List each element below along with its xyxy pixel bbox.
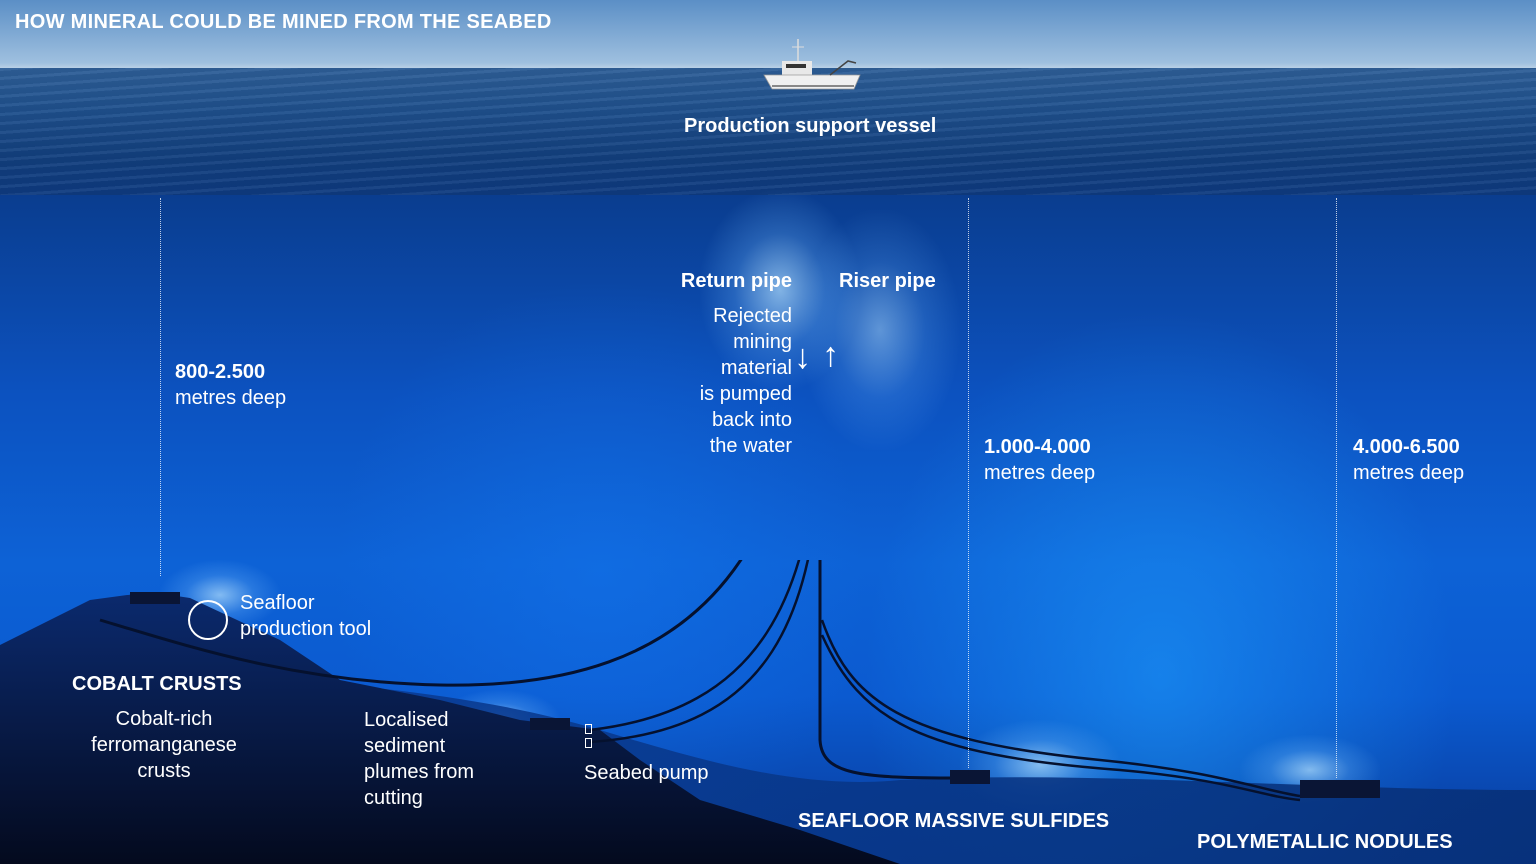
seabed-pump-label: Seabed pump: [584, 762, 709, 784]
seabed-pump-icon: [585, 738, 592, 748]
riser-pipe-label: Riser pipe: [839, 270, 936, 292]
down-arrow-icon: ↓: [794, 338, 811, 376]
depth-line-sulfides: [968, 198, 969, 768]
diagram-title: HOW MINERAL COULD BE MINED FROM THE SEAB…: [15, 11, 552, 33]
sky: [0, 0, 1536, 70]
nodules-heading: POLYMETALLIC NODULES: [1197, 831, 1453, 853]
production-tool-marker-icon: [188, 600, 228, 640]
production-tool-label: Seafloor production tool: [240, 592, 372, 640]
return-pipe-description: Rejected mining material is pumped back …: [699, 305, 792, 457]
up-arrow-icon: ↑: [822, 336, 839, 374]
vessel-label: Production support vessel: [684, 115, 937, 137]
seafloor: [0, 560, 1536, 864]
sulfides-heading: SEAFLOOR MASSIVE SULFIDES: [798, 810, 1110, 832]
depth-label-cobalt: 800-2.500 metres deep: [175, 361, 287, 409]
depth-label-nodules: 4.000-6.500 metres deep: [1353, 436, 1465, 484]
plumes-label: Localised sediment plumes from cutting: [364, 709, 475, 809]
depth-label-sulfides: 1.000-4.000 metres deep: [984, 436, 1096, 484]
sea-surface: [0, 68, 1536, 198]
return-pipe-label: Return pipe: [680, 270, 792, 292]
vessel-icon: [763, 39, 861, 90]
cobalt-crusts-description: Cobalt-rich ferromanganese crusts: [91, 708, 237, 782]
cobalt-crusts-heading: COBALT CRUSTS: [72, 673, 242, 695]
light-beam-return: [700, 190, 860, 390]
seabed-pump-icon: [585, 724, 592, 734]
depth-line-cobalt: [160, 198, 161, 576]
depth-line-nodules: [1336, 198, 1337, 778]
light-beam-riser: [800, 210, 960, 450]
